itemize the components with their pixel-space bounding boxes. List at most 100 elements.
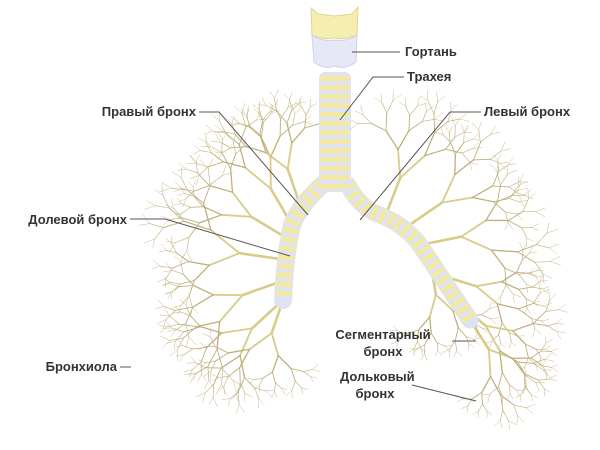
bronchiole-branch bbox=[540, 342, 547, 352]
bronchiole-branch bbox=[298, 96, 302, 104]
bronchiole-branch bbox=[180, 254, 185, 263]
bronchiole-branch bbox=[496, 171, 501, 186]
bronchiole-branch bbox=[170, 329, 177, 338]
bronchiole-branch bbox=[544, 353, 553, 360]
bronchiole-branch bbox=[426, 106, 434, 112]
bronchiole-branch bbox=[211, 114, 220, 122]
bronchiole-branch bbox=[212, 130, 227, 134]
bronchiole-branch bbox=[192, 307, 199, 314]
bronchiole-branch bbox=[421, 348, 423, 356]
bronchiole-branch bbox=[496, 161, 499, 173]
bronchiole-branch bbox=[449, 141, 456, 155]
bronchiole-branch bbox=[192, 294, 214, 308]
bronchiole-branch bbox=[434, 350, 439, 356]
bronchiole-branch bbox=[486, 410, 488, 418]
bronchiole-branch bbox=[200, 159, 209, 170]
bronchiole-branch bbox=[417, 102, 427, 107]
bronchiole-branch bbox=[485, 340, 493, 344]
bronchiole-branch bbox=[253, 378, 264, 380]
bronchiole-branch bbox=[405, 105, 411, 116]
bronchiole-branch bbox=[241, 103, 246, 114]
bronchiole-branch bbox=[229, 167, 234, 193]
bronchiole-branch bbox=[195, 161, 198, 174]
bronchiole-branch bbox=[493, 154, 499, 161]
bronchiole-branch bbox=[204, 360, 216, 364]
bronchiole-branch bbox=[417, 96, 420, 107]
bronchiole-branch bbox=[393, 325, 398, 331]
bronchiole-branch bbox=[175, 237, 190, 243]
bronchiole-branch bbox=[397, 148, 402, 179]
bronchiole-branch bbox=[518, 288, 527, 300]
bronchiole-branch bbox=[501, 322, 510, 334]
bronchiole-branch bbox=[546, 228, 559, 234]
bronchiole-branch bbox=[260, 122, 264, 139]
bronchiole-branch bbox=[543, 388, 551, 393]
bronchiole-branch bbox=[489, 340, 493, 348]
bronchiole-branch bbox=[478, 121, 482, 131]
bronchiole-branch bbox=[186, 237, 190, 252]
bronchiole-branch bbox=[405, 98, 407, 106]
bronchiole-branch bbox=[475, 285, 499, 305]
bronchiole-branch bbox=[537, 378, 550, 381]
bronchiole-branch bbox=[521, 227, 528, 239]
bronchiole-branch bbox=[421, 348, 427, 353]
bronchiole-branch bbox=[305, 106, 312, 116]
bronchiole-branch bbox=[191, 361, 202, 371]
bronchiole-branch bbox=[249, 125, 261, 136]
bronchiole-branch bbox=[213, 367, 222, 385]
trachea-ring bbox=[320, 166, 350, 171]
bronchiole-branch bbox=[360, 104, 363, 115]
bronchiole-branch bbox=[535, 244, 550, 249]
bronchiole-branch bbox=[175, 345, 184, 347]
bronchiole-branch bbox=[271, 355, 279, 373]
bronchiole-branch bbox=[156, 278, 167, 283]
bronchiole-branch bbox=[508, 181, 520, 188]
bronchiole-branch bbox=[291, 127, 306, 144]
bronchiole-branch bbox=[222, 368, 234, 382]
bronchiole-branch bbox=[281, 388, 285, 395]
bronchiole-branch bbox=[551, 367, 558, 373]
bronchiole-branch bbox=[551, 364, 558, 368]
bronchiole-branch bbox=[524, 357, 529, 367]
bronchiole-branch bbox=[239, 123, 251, 127]
bronchiole-branch bbox=[522, 249, 524, 261]
bronchiole-branch bbox=[528, 272, 537, 278]
bronchiole-branch bbox=[442, 134, 451, 142]
bronchiole-branch bbox=[521, 227, 533, 229]
bronchiole-branch bbox=[515, 394, 522, 398]
bronchiole-branch bbox=[186, 162, 196, 165]
bronchiole-branch bbox=[419, 95, 429, 101]
bronchiole-branch bbox=[445, 345, 450, 352]
bronchiole-branch bbox=[441, 173, 456, 204]
bronchiole-branch bbox=[558, 309, 568, 313]
bronchiole-branch bbox=[173, 207, 183, 219]
bronchiole-branch bbox=[283, 93, 290, 100]
bronchiole-branch bbox=[165, 267, 174, 279]
bronchiole-branch bbox=[413, 348, 416, 356]
bronchiole-branch bbox=[185, 190, 194, 200]
bronchiole-branch bbox=[500, 148, 511, 152]
trachea-ring bbox=[320, 121, 350, 126]
bronchiole-branch bbox=[396, 330, 407, 335]
bronchiole-branch bbox=[386, 100, 394, 114]
bronchiole-branch bbox=[454, 142, 465, 155]
bronchiole-branch bbox=[454, 327, 459, 342]
bronchiole-branch bbox=[234, 117, 241, 124]
bronchiole-branch bbox=[237, 376, 245, 393]
bronchiole-branch bbox=[500, 161, 509, 164]
bronchiole-branch bbox=[489, 375, 502, 396]
bronchiole-branch bbox=[496, 184, 501, 203]
bronchiole-branch bbox=[160, 335, 171, 341]
bronchiole-branch bbox=[522, 198, 529, 212]
bronchiole-branch bbox=[510, 393, 514, 400]
bronchiole-branch bbox=[188, 295, 193, 308]
bronchiole-branch bbox=[214, 151, 223, 153]
bronchiole-branch bbox=[177, 193, 185, 196]
bronchiole-branch bbox=[447, 118, 461, 122]
bronchiole-branch bbox=[152, 259, 161, 267]
bronchiole-branch bbox=[186, 251, 192, 262]
bronchiole-branch bbox=[281, 388, 288, 390]
bronchiole-branch bbox=[178, 198, 186, 202]
bronchiole-branch bbox=[292, 121, 305, 126]
bronchiole-branch bbox=[532, 292, 541, 304]
